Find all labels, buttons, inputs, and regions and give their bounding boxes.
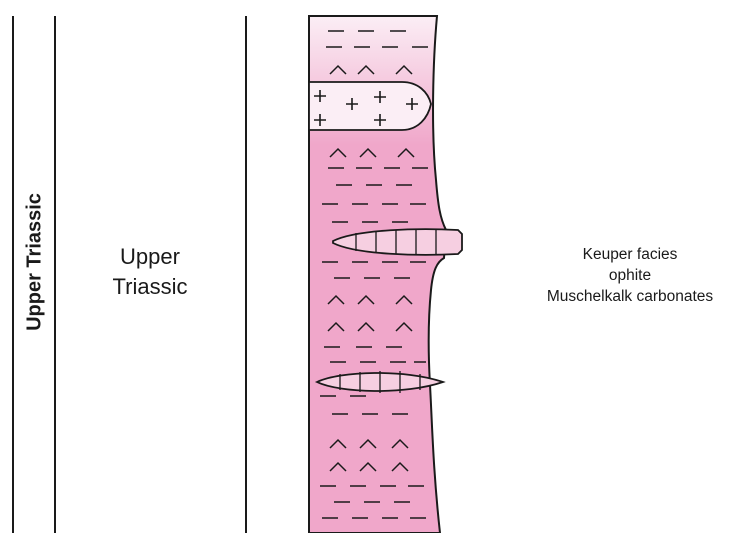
legend-item-ophite: ophite <box>530 265 730 286</box>
legend: Keuper facies ophite Muschelkalk carbona… <box>530 244 730 307</box>
legend-item-keuper: Keuper facies <box>530 244 730 265</box>
legend-item-muschelkalk: Muschelkalk carbonates <box>530 286 730 307</box>
